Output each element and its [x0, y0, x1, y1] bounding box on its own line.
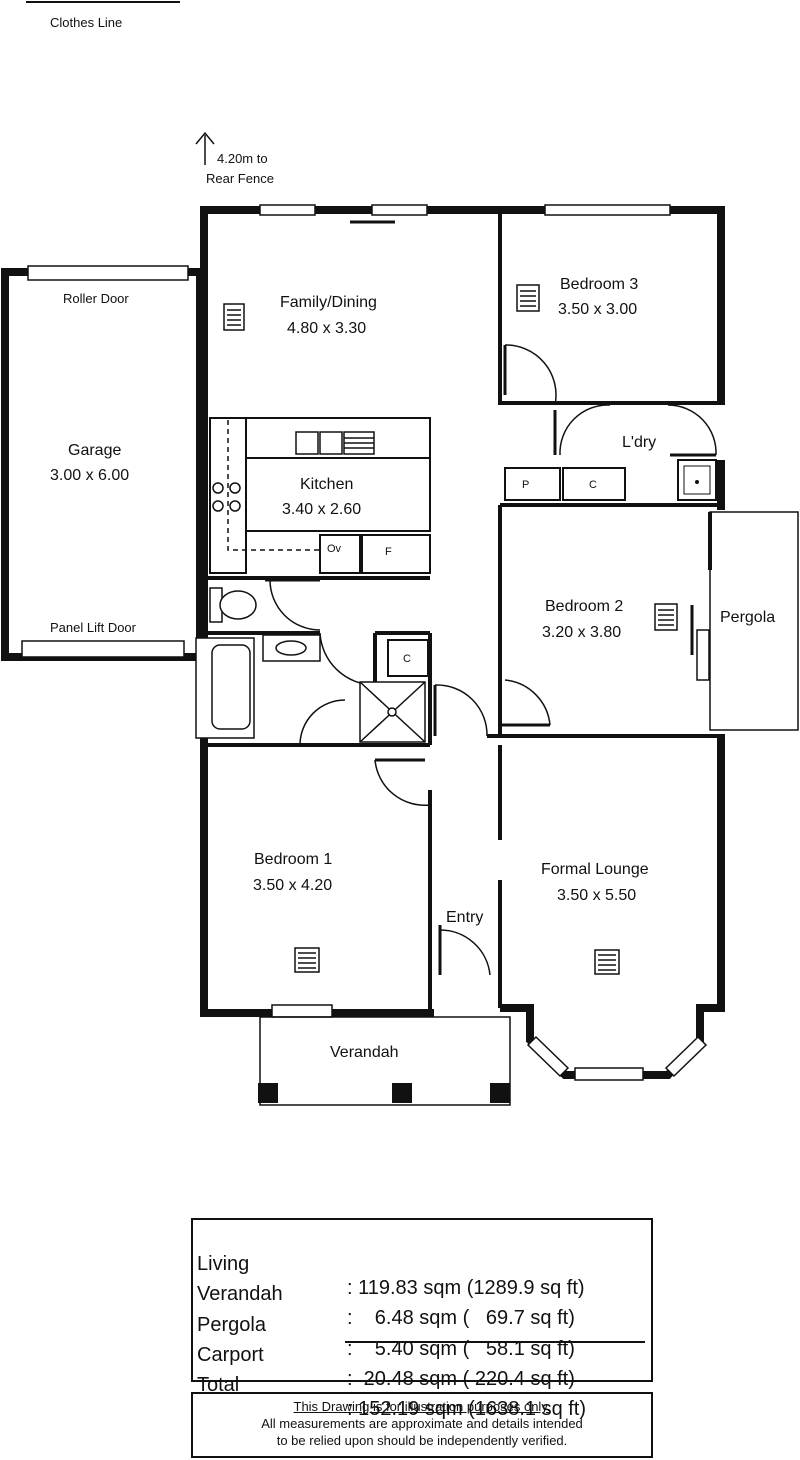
- toilet-icon: [209, 587, 257, 623]
- bedroom3-dims: 3.50 x 3.00: [558, 301, 637, 318]
- fridge-label: F: [385, 546, 392, 558]
- area-value: : 152.19 sqm (1638.1 sq ft): [347, 1398, 587, 1420]
- area-value: : 20.48 sqm ( 220.4 sq ft): [347, 1368, 575, 1390]
- bath-icon: [195, 637, 255, 739]
- rear-fence-note-1: 4.20m to: [217, 151, 268, 166]
- door-swings: [269, 344, 717, 976]
- pantry-label: P: [522, 479, 529, 491]
- heater-icon: [654, 603, 678, 631]
- garage-dims: 3.00 x 6.00: [50, 467, 129, 484]
- area-value: : 5.40 sqm ( 58.1 sq ft): [347, 1338, 575, 1360]
- verandah-label: Verandah: [330, 1044, 399, 1061]
- heater-icon: [516, 284, 540, 312]
- pergola: [709, 511, 799, 731]
- bedroom1-dims: 3.50 x 4.20: [253, 877, 332, 894]
- clothes-line-label: Clothes Line: [50, 15, 122, 30]
- window: [371, 204, 428, 216]
- sink-icon: [295, 431, 375, 455]
- area-name: Verandah: [197, 1283, 283, 1305]
- area-row-carport: Carport : 20.48 sqm ( 220.4 sq ft): [197, 1319, 575, 1415]
- window: [271, 1004, 333, 1018]
- window: [574, 1067, 644, 1081]
- kitchen-label: Kitchen: [300, 476, 353, 493]
- area-row-pergola: Pergola : 5.40 sqm ( 58.1 sq ft): [197, 1289, 575, 1385]
- kitchen-dims: 3.40 x 2.60: [282, 501, 361, 518]
- bedroom3-label: Bedroom 3: [560, 276, 638, 293]
- panel-lift-door-label: Panel Lift Door: [50, 620, 137, 635]
- disclaimer-line-1: This Drawing is for illustration purpose…: [293, 1399, 551, 1414]
- disclaimer-line-2: All measurements are approximate and det…: [261, 1416, 583, 1431]
- area-schedule: Living : 119.83 sqm (1289.9 sq ft) Veran…: [191, 1218, 653, 1420]
- area-name: Pergola: [197, 1314, 266, 1336]
- laundry-cupboards: [504, 459, 717, 501]
- shower-icon: [359, 681, 426, 743]
- disclaimer-line-3: to be relied upon should be independentl…: [276, 1433, 568, 1448]
- heater-icons: [223, 284, 678, 975]
- formal-lounge-label: Formal Lounge: [541, 861, 649, 878]
- window: [544, 204, 671, 216]
- door-leaves: [265, 345, 716, 975]
- area-row-living: Living : 119.83 sqm (1289.9 sq ft): [197, 1228, 585, 1324]
- oven-label: Ov: [327, 543, 342, 555]
- laundry-cupboard-label: C: [589, 479, 597, 491]
- area-row-total: Total : 152.19 sqm (1638.1 sq ft): [197, 1349, 586, 1445]
- heater-icon: [594, 949, 620, 975]
- formal-lounge-dims: 3.50 x 5.50: [557, 887, 636, 904]
- family-dining-dims: 4.80 x 3.30: [287, 320, 366, 337]
- entry-label: Entry: [446, 909, 483, 926]
- bay-windows: [526, 1035, 708, 1078]
- area-row-verandah: Verandah : 6.48 sqm ( 69.7 sq ft): [197, 1258, 575, 1354]
- area-name: Carport: [197, 1344, 264, 1366]
- area-value: : 6.48 sqm ( 69.7 sq ft): [347, 1307, 575, 1329]
- bedroom2-label: Bedroom 2: [545, 598, 623, 615]
- garage: [1, 265, 204, 661]
- hall-cupboard-label: C: [403, 653, 411, 665]
- roller-door-label: Roller Door: [63, 291, 129, 306]
- window: [259, 204, 316, 216]
- rear-fence-note-2: Rear Fence: [206, 171, 274, 186]
- cooktop-icon: [212, 482, 241, 512]
- total-divider: [345, 1341, 645, 1343]
- pergola-label: Pergola: [720, 609, 775, 626]
- rear-fence-arrow-icon: [195, 131, 215, 165]
- area-name: Living: [197, 1253, 250, 1275]
- area-name: Total: [197, 1374, 240, 1396]
- laundry-label: L'dry: [622, 434, 656, 451]
- heater-icon: [223, 303, 245, 331]
- family-dining-label: Family/Dining: [280, 294, 377, 311]
- garage-label: Garage: [68, 442, 121, 459]
- disclaimer-box: This Drawing is for illustration purpose…: [191, 1392, 653, 1458]
- bedroom1-label: Bedroom 1: [254, 851, 332, 868]
- bedroom2-dims: 3.20 x 3.80: [542, 624, 621, 641]
- verandah: [258, 1016, 511, 1106]
- vanity-icon: [262, 634, 321, 662]
- area-value: : 119.83 sqm (1289.9 sq ft): [347, 1277, 585, 1299]
- heater-icon: [294, 947, 320, 973]
